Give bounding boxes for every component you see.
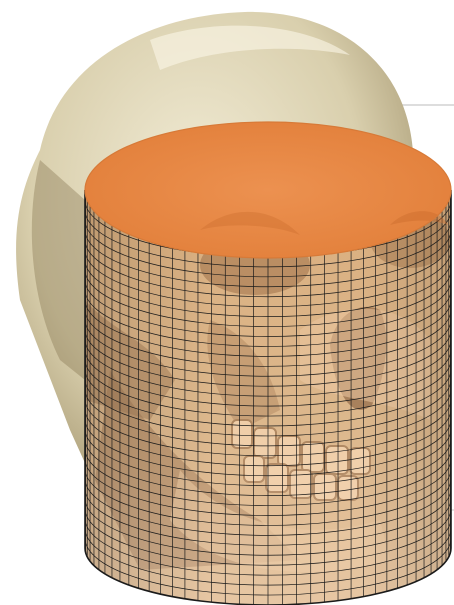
cylinder-top	[85, 122, 451, 258]
cylinder-top-cap	[85, 122, 451, 258]
